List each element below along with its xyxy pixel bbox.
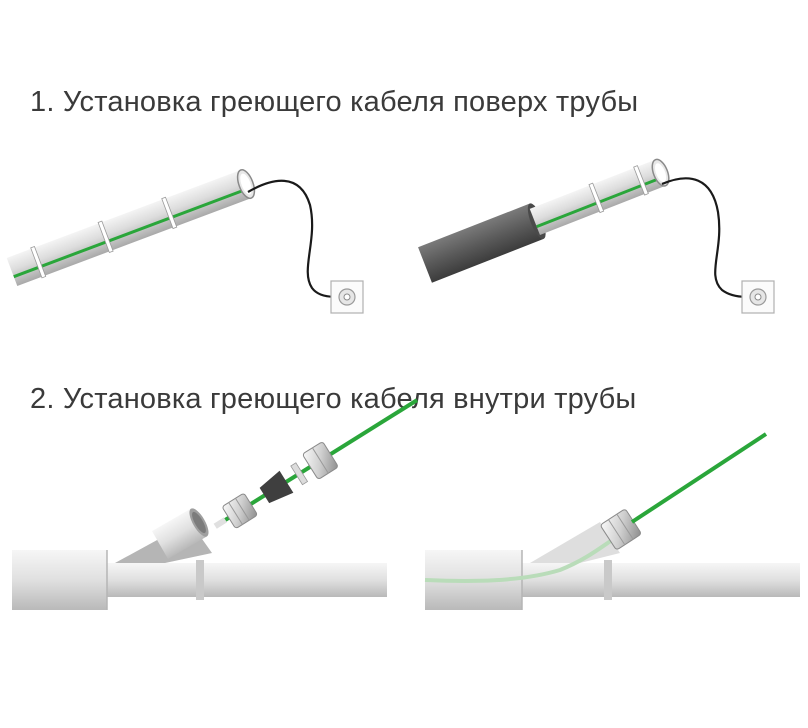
heating-cable-1a (13, 187, 249, 279)
diagram-2-right (424, 432, 800, 610)
section-1-title: 1. Установка греющего кабеля поверх труб… (30, 86, 639, 118)
heating-cable-inside (424, 536, 617, 583)
socket-icon (330, 280, 364, 314)
pipe-2a (105, 563, 387, 597)
insulation (418, 203, 544, 283)
gland-parts (213, 398, 419, 529)
diagram-1-left (6, 169, 364, 314)
power-wire-1b (661, 177, 757, 298)
pipe-socket (12, 550, 107, 610)
pipe-1a (6, 169, 256, 287)
power-wire-1a (247, 179, 345, 298)
diagram-2-left (12, 398, 419, 610)
section-2-title: 2. Установка греющего кабеля внутри труб… (30, 383, 637, 415)
diagram-1-right (418, 158, 775, 314)
heating-cable-2b (630, 432, 768, 524)
socket-icon (741, 280, 775, 314)
pipe-1b (418, 158, 670, 283)
